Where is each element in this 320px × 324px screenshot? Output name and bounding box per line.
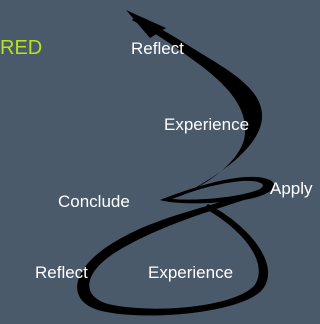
spiral-middle-loop: [160, 176, 275, 204]
label-reflect-bottom: Reflect: [35, 263, 88, 282]
label-conclude: Conclude: [58, 192, 130, 211]
title-fragment: RED: [0, 37, 43, 59]
label-reflect-top: Reflect: [131, 39, 184, 58]
label-apply: Apply: [270, 179, 313, 198]
spiral-lower-loop: [77, 196, 269, 316]
label-experience-bottom: Experience: [148, 263, 234, 282]
spiral-arrow-head: [126, 10, 166, 38]
spiral-upper-stroke: [132, 16, 263, 202]
label-experience-top: Experience: [164, 115, 250, 134]
